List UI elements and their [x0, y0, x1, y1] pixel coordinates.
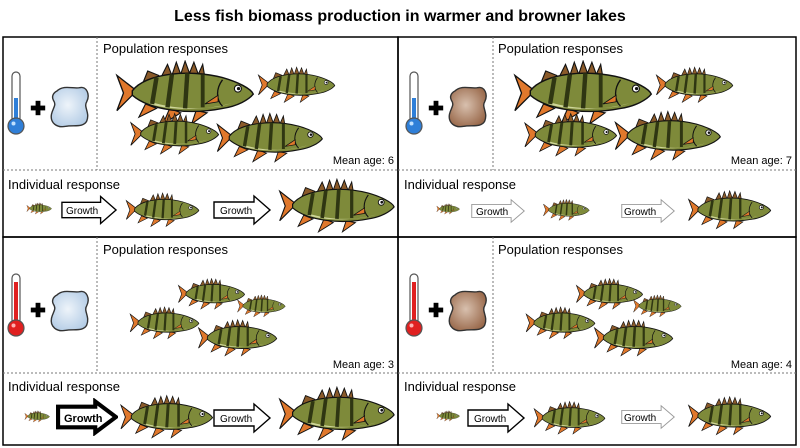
perch-fish-icon — [575, 278, 644, 310]
perch-fish-icon — [687, 396, 772, 436]
figure-title: Less fish biomass production in warmer a… — [174, 8, 626, 25]
population-label: Population responses — [103, 41, 229, 56]
perch-fish-icon — [117, 61, 253, 124]
growth-label: Growth — [220, 414, 252, 425]
thermometer-icon — [405, 71, 423, 135]
plus-icon — [428, 100, 444, 116]
perch-fish-icon — [613, 110, 722, 162]
plus-icon — [30, 302, 46, 318]
lake-icon — [50, 290, 89, 332]
growth-label: Growth — [64, 413, 103, 425]
individual-label: Individual response — [404, 177, 516, 192]
perch-fish-icon — [236, 294, 286, 318]
individual-label: Individual response — [8, 177, 120, 192]
thermometer-icon — [7, 273, 25, 337]
thermometer-icon — [405, 273, 423, 337]
mean-age-label: Mean age: 7 — [731, 155, 792, 167]
growth-label: Growth — [476, 207, 508, 218]
mean-age-label: Mean age: 3 — [333, 359, 394, 371]
thermometer-icon — [7, 71, 25, 135]
population-label: Population responses — [498, 41, 624, 56]
perch-fish-icon — [257, 66, 336, 104]
perch-fish-icon — [525, 306, 596, 340]
perch-fish-icon — [129, 306, 200, 340]
panel-warm-brown: Population responses Mean age: 4 Individ… — [397, 236, 797, 446]
perch-fish-icon — [515, 61, 651, 124]
growth-label: Growth — [624, 207, 656, 218]
growth-label: Growth — [624, 413, 656, 424]
panel-cold-brown: Population responses Mean age: 7 Individ… — [397, 36, 797, 238]
plus-icon — [30, 100, 46, 116]
perch-fish-icon — [655, 66, 734, 104]
perch-fish-icon — [119, 394, 214, 440]
perch-fish-icon — [277, 178, 396, 234]
population-label: Population responses — [498, 242, 624, 257]
perch-fish-icon — [277, 386, 396, 442]
perch-fish-icon — [436, 410, 460, 422]
mean-age-label: Mean age: 6 — [333, 155, 394, 167]
perch-fish-icon — [436, 203, 460, 215]
individual-label: Individual response — [404, 379, 516, 394]
perch-fish-icon — [177, 278, 246, 310]
lake-icon — [448, 86, 487, 128]
panel-warm-clear: Population responses Mean age: 3 Individ… — [2, 236, 399, 446]
individual-label: Individual response — [8, 379, 120, 394]
perch-fish-icon — [632, 294, 682, 318]
perch-fish-icon — [26, 202, 52, 215]
perch-fish-icon — [593, 318, 674, 357]
perch-fish-icon — [24, 410, 50, 423]
perch-fish-icon — [687, 190, 772, 230]
perch-fish-icon — [523, 112, 618, 158]
perch-fish-icon — [125, 192, 200, 228]
panel-cold-clear: Population responses Mean age: 6 Individ… — [2, 36, 399, 238]
growth-label: Growth — [66, 206, 98, 217]
mean-age-label: Mean age: 4 — [731, 359, 792, 371]
lake-icon — [448, 290, 487, 332]
population-label: Population responses — [103, 242, 229, 257]
perch-fish-icon — [542, 198, 590, 222]
growth-label: Growth — [220, 206, 252, 217]
growth-label: Growth — [474, 414, 506, 425]
perch-fish-icon — [533, 400, 606, 436]
lake-icon — [50, 86, 89, 128]
perch-fish-icon — [129, 112, 220, 156]
perch-fish-icon — [215, 112, 324, 164]
perch-fish-icon — [197, 318, 278, 357]
plus-icon — [428, 302, 444, 318]
